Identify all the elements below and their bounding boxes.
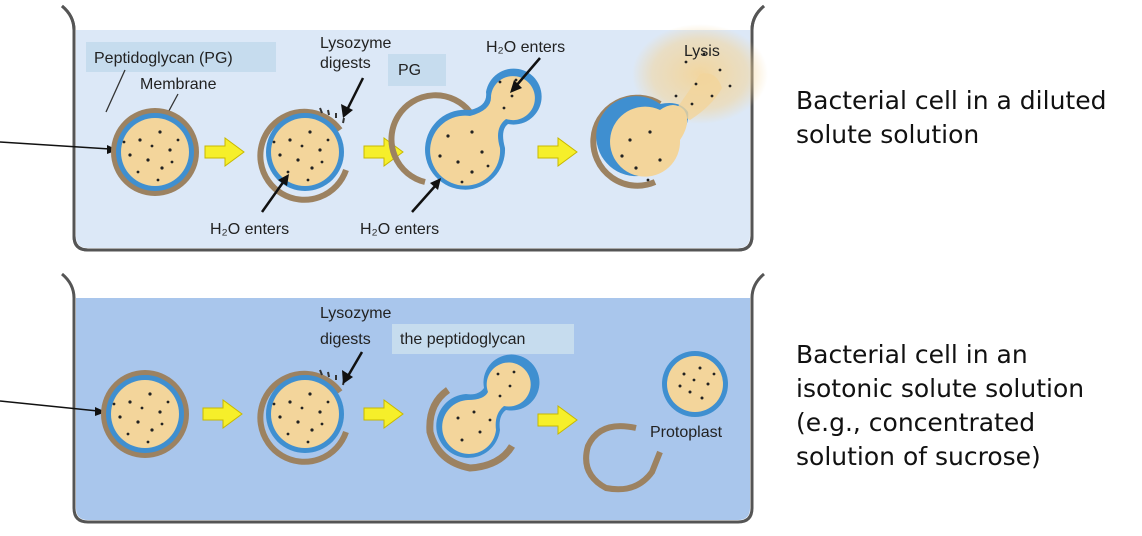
h2o-arrowhead-1 — [278, 174, 289, 186]
isotonic-solution-caption: Bacterial cell in an isotonic solute sol… — [796, 338, 1084, 474]
digesting-cell-bottom — [257, 369, 349, 465]
intact-cell-top — [111, 108, 199, 196]
dilute-solution-caption: Bacterial cell in a diluted solute solut… — [796, 84, 1106, 152]
caption-line: solution of sucrose) — [796, 442, 1041, 471]
intact-cell-bottom — [101, 370, 189, 458]
dilute-solution-panel: Peptidoglycan (PG) Membrane — [0, 4, 768, 252]
pg-leader-line — [105, 69, 126, 113]
step-arrow-6 — [537, 405, 578, 435]
top-solution — [76, 30, 750, 248]
membrane-label: Membrane — [140, 76, 217, 93]
budding-cell-top — [388, 68, 542, 190]
h2o-enters-label-1: H₂O enters — [210, 221, 289, 238]
step-arrow-5 — [363, 399, 404, 429]
step-arrow-4 — [202, 399, 243, 429]
isotonic-solution-panel: Lysozyme digests the peptidoglycan — [0, 272, 765, 524]
step-arrow-1 — [204, 137, 245, 167]
lysing-cell-top — [590, 24, 768, 189]
empty-cell-wall — [583, 423, 663, 493]
lysis-label: Lysis — [684, 43, 720, 60]
protoplast — [662, 351, 728, 417]
h2o-arrow-2 — [411, 184, 437, 213]
pg-fragments — [319, 107, 345, 124]
cell-pointer-arrowhead-bottom — [95, 407, 106, 416]
bottom-beaker — [61, 272, 765, 524]
h2o-arrowhead-2 — [430, 178, 441, 190]
cell-pointer-arrow — [0, 141, 111, 150]
h2o-arrowhead-top — [510, 80, 522, 93]
peptidoglycan-label-box — [86, 42, 276, 72]
digests-label-bottom: digests — [320, 331, 371, 348]
emerging-protoplast-cell — [426, 354, 540, 472]
caption-line: Bacterial cell in a diluted — [796, 86, 1107, 115]
lysozyme-arrow — [345, 77, 365, 111]
cell-contents — [122, 130, 180, 182]
peptidoglycan-label: Peptidoglycan (PG) — [94, 50, 233, 67]
bottom-solution — [76, 298, 750, 520]
the-peptidoglycan-label: the peptidoglycan — [400, 331, 525, 348]
protoplast-label: Protoplast — [650, 424, 723, 441]
h2o-arrow-top — [515, 57, 541, 87]
caption-line: Bacterial cell in an — [796, 340, 1028, 369]
digesting-cell-top — [257, 107, 349, 203]
pg-label: PG — [398, 62, 421, 79]
lysozyme-label: Lysozyme — [320, 35, 392, 52]
the-peptidoglycan-label-box — [392, 324, 574, 354]
step-arrow-3 — [537, 137, 578, 167]
cell-pointer-arrow-bottom — [0, 400, 99, 412]
lysozyme-label-bottom: Lysozyme — [320, 305, 392, 322]
digests-label: digests — [320, 55, 371, 72]
lysozyme-arrow-bottom — [346, 351, 364, 377]
lysozyme-arrowhead — [341, 104, 353, 118]
caption-line: solute solution — [796, 120, 980, 149]
h2o-arrow-1 — [260, 180, 286, 213]
h2o-enters-label-2: H₂O enters — [360, 221, 439, 238]
h2o-enters-top-label: H₂O enters — [486, 39, 565, 56]
lysozyme-arrowhead-bottom — [342, 370, 353, 384]
caption-line: (e.g., concentrated — [796, 408, 1036, 437]
pg-label-box — [388, 54, 446, 86]
caption-line: isotonic solute solution — [796, 374, 1085, 403]
